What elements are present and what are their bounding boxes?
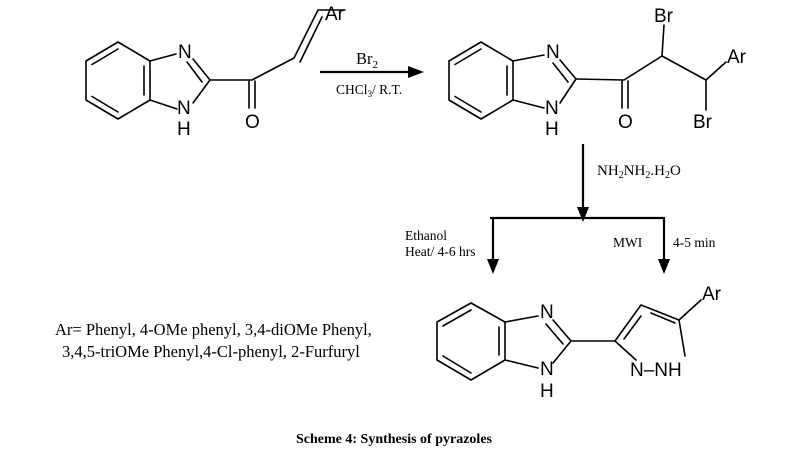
solvent-conditions: CHCl3/ R.T. [336, 82, 402, 99]
dibromide-intermediate-structure: N N H O Br Ar Br [448, 6, 747, 140]
int-chain [575, 24, 727, 111]
int-atom-n: N [545, 98, 559, 119]
legend-line-2: 3,4,5-triOMe Phenyl,4-Cl-phenyl, 2-Furfu… [62, 342, 360, 361]
prod-imidazole-bonds [504, 315, 572, 369]
reagent-hydrazine-hydrate: NH2NH2.H2O [597, 163, 681, 181]
microwave-time: 4-5 min [673, 235, 716, 250]
prod-benzene-inner-bonds [442, 309, 500, 374]
ar-substituent-legend: Ar= Phenyl, 4-OMe phenyl, 3,4-diOMe Phen… [55, 320, 372, 361]
int-carbonyl-bond [621, 80, 629, 109]
int-imidazole-bonds [512, 54, 577, 109]
cyclization-arrows: NH2NH2.H2O Ethanol Heat/ 4-6 hrs MWI 4-5… [405, 144, 716, 274]
prod-atom-n: N [540, 302, 554, 323]
starting-material-structure: N N H O Ar [85, 4, 346, 140]
thermal-solvent: Ethanol [405, 228, 447, 243]
sm-atom-h: H [177, 119, 191, 140]
prod-pyrazole-bonds [614, 304, 686, 361]
prod-ar-bond [678, 299, 702, 321]
thermal-conditions: Heat/ 4-6 hrs [405, 244, 475, 259]
int-br-label: Br [693, 112, 713, 133]
reagent-br2: Br2 [356, 49, 378, 71]
microwave-label: MWI [613, 235, 643, 250]
int-ar-label: Ar [727, 47, 747, 68]
sm-imidazole-bonds [149, 53, 211, 110]
int-atom-n: N [546, 42, 560, 63]
bromination-arrow: Br2 CHCl3/ R.T. [320, 49, 424, 99]
int-br-label: Br [654, 6, 674, 27]
prod-benzene-ring [436, 302, 506, 381]
sm-benzene-inner-bonds [91, 48, 145, 113]
sm-atom-n: N [177, 98, 191, 119]
sm-atom-n: N [178, 42, 192, 63]
sm-carbonyl-bond [248, 80, 256, 109]
prod-atom-h: H [540, 381, 554, 402]
legend-line-1: Ar= Phenyl, 4-OMe phenyl, 3,4-diOMe Phen… [55, 320, 372, 339]
prod-pyrazole-n-nh: N–NH [630, 360, 682, 381]
int-benzene-ring [448, 41, 514, 120]
int-atom-o: O [618, 112, 633, 133]
int-benzene-inner-bonds [454, 48, 508, 113]
scheme-caption: Scheme 4: Synthesis of pyrazoles [296, 432, 493, 447]
sm-atom-o: O [245, 112, 260, 133]
int-atom-h: H [545, 119, 559, 140]
prod-ar-label: Ar [702, 284, 722, 305]
sm-benzene-ring [85, 41, 151, 120]
pyrazole-product-structure: N N H N–NH Ar [436, 284, 722, 402]
sm-enone-chain [209, 9, 346, 81]
sm-ar-label: Ar [325, 4, 345, 25]
prod-atom-n: N [540, 359, 554, 380]
